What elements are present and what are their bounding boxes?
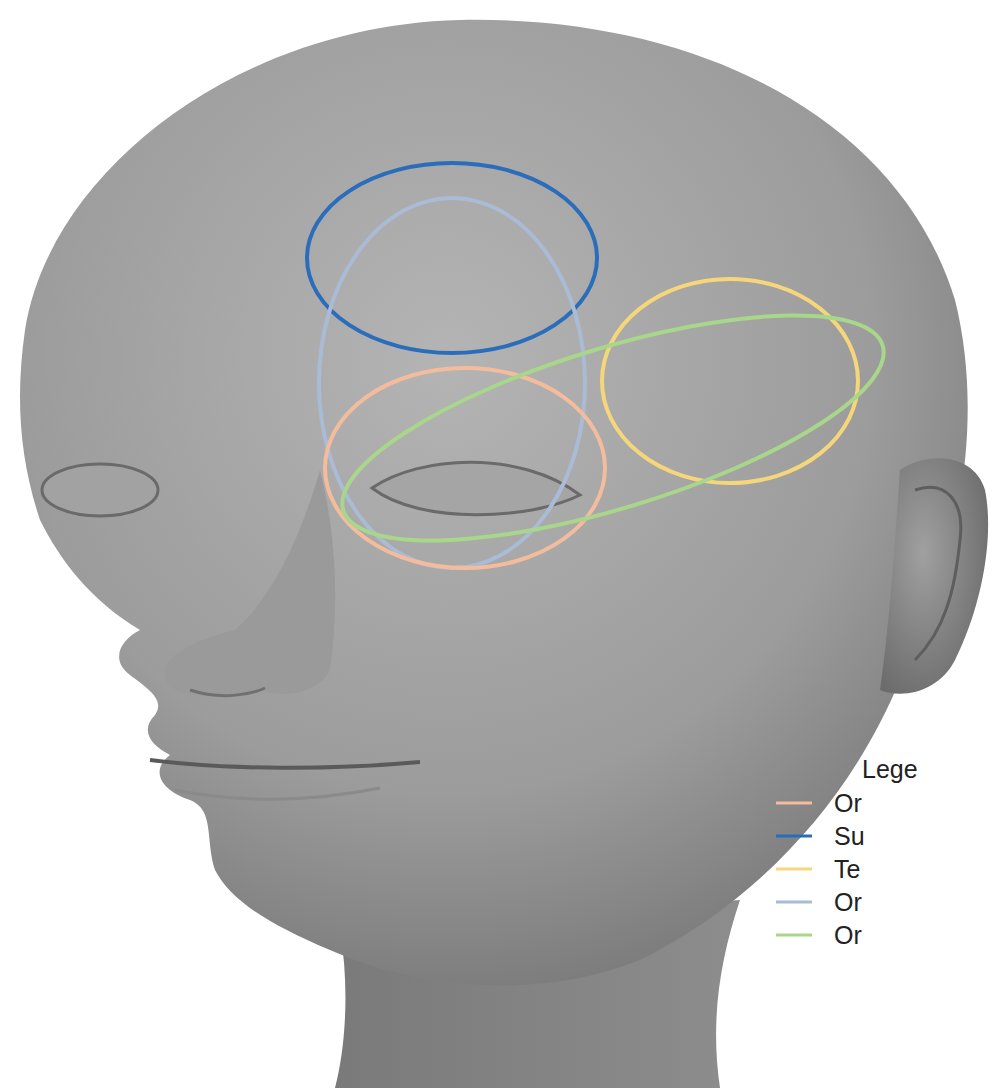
nose (165, 470, 336, 697)
nose-shadow (190, 688, 265, 696)
head (20, 20, 968, 986)
lip-shade (175, 788, 380, 799)
legend-entry: Or (834, 791, 862, 816)
ear (880, 458, 988, 693)
legend-entry: Or (834, 890, 862, 915)
region-outline (307, 163, 597, 353)
eye (42, 464, 158, 516)
legend-entry: Su (834, 824, 865, 849)
region-outline (602, 279, 858, 483)
legend-samples (776, 803, 812, 935)
legend-title: Lege (862, 757, 918, 782)
mouth (150, 760, 420, 768)
ear-fold (915, 487, 961, 660)
legend-entry: Te (834, 857, 860, 882)
legend-entry: Or (834, 923, 862, 948)
region-outline (320, 269, 906, 587)
region-outline (319, 198, 585, 568)
